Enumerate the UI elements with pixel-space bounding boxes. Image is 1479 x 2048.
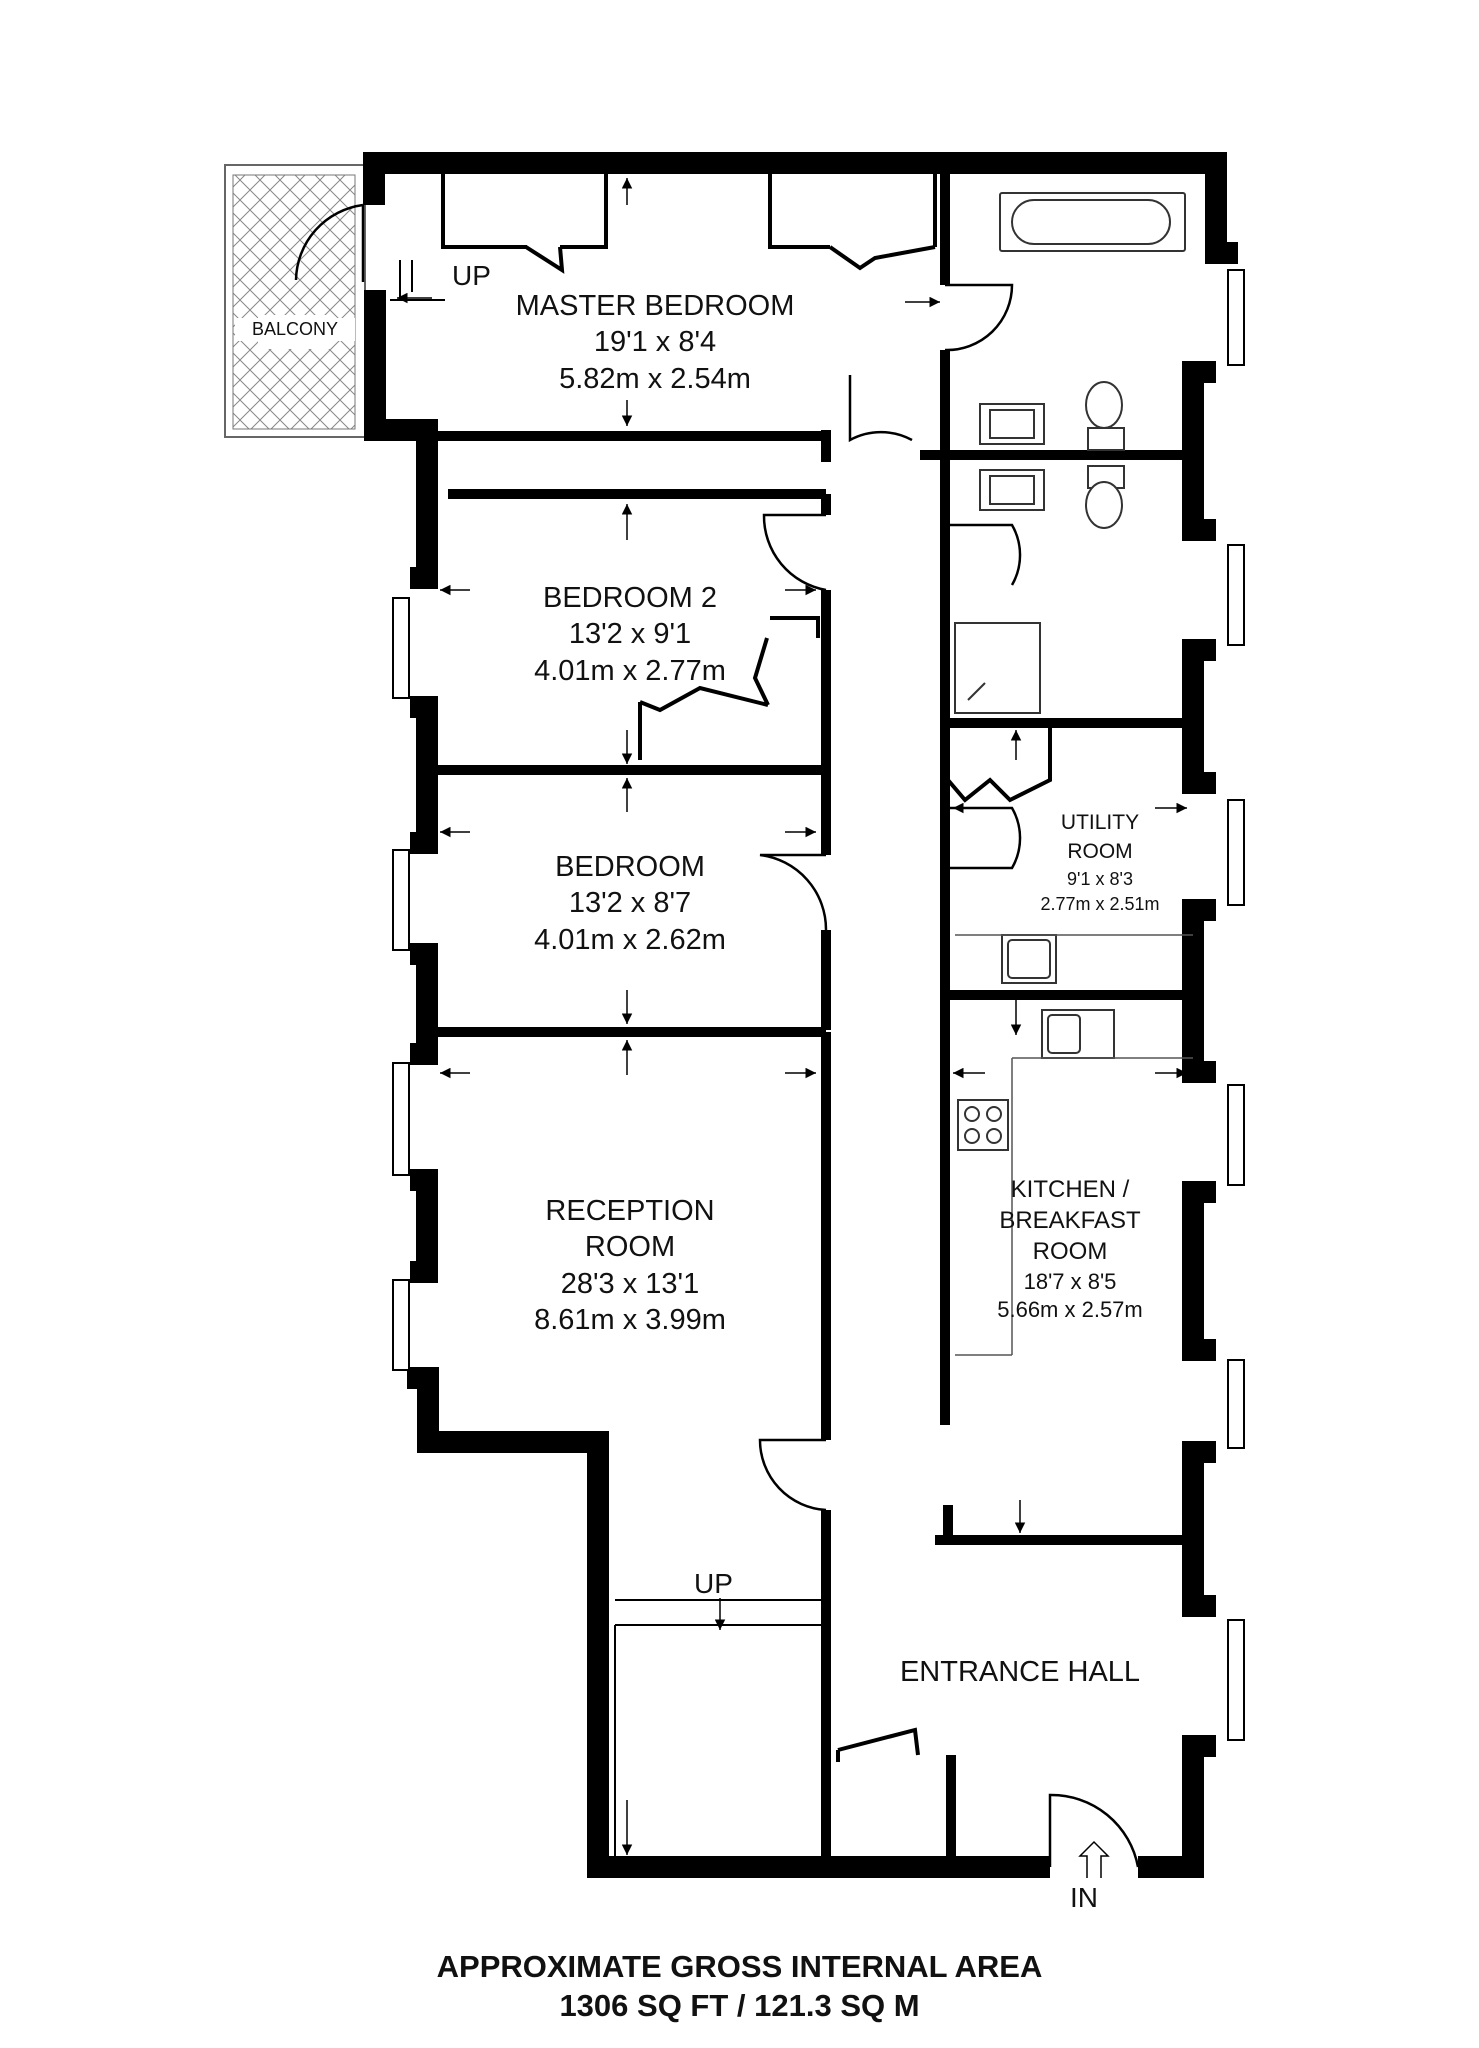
- up-text: UP: [452, 260, 491, 291]
- worktops: [955, 934, 1193, 1356]
- room-name: ENTRANCE HALL: [899, 1656, 1141, 1688]
- room-metric: 2.77m x 2.51m: [1040, 893, 1160, 914]
- bedroom-label: BEDROOM 13'2 x 8'7 4.01m x 2.62m: [480, 849, 780, 958]
- room-imperial: 13'2 x 8'7: [568, 887, 692, 920]
- gross-area-title: APPROXIMATE GROSS INTERNAL AREA 1306 SQ …: [0, 1948, 1479, 2026]
- up-text: UP: [694, 1568, 733, 1599]
- in-text: IN: [1070, 1882, 1098, 1913]
- room-metric: 8.61m x 3.99m: [534, 1303, 726, 1336]
- windows: [392, 269, 1245, 1741]
- dimension-arrows: [397, 178, 1187, 1855]
- room-metric: 4.01m x 2.62m: [534, 923, 726, 956]
- entrance-arrow-icon: [1078, 1840, 1110, 1878]
- interior-walls: [427, 163, 1193, 1867]
- balcony-name: BALCONY: [251, 319, 339, 339]
- room-name-line3: ROOM: [1032, 1238, 1108, 1266]
- room-metric: 4.01m x 2.77m: [534, 654, 726, 687]
- exterior-walls: [363, 152, 1238, 1878]
- up-marker-stairs: UP: [694, 1566, 733, 1601]
- room-name: BEDROOM: [555, 851, 705, 883]
- wardrobes: [441, 173, 1052, 1762]
- room-name-line1: RECEPTION: [545, 1195, 715, 1227]
- room-metric: 5.66m x 2.57m: [997, 1297, 1143, 1323]
- area-line1: APPROXIMATE GROSS INTERNAL AREA: [436, 1949, 1043, 1984]
- fixtures: [954, 192, 1186, 1151]
- room-imperial: 28'3 x 13'1: [560, 1267, 700, 1300]
- entrance-in-marker: IN: [1070, 1880, 1098, 1915]
- room-name-line2: ROOM: [1067, 840, 1133, 864]
- room-imperial: 18'7 x 8'5: [1023, 1268, 1117, 1294]
- up-marker-top: UP: [452, 258, 491, 293]
- room-imperial: 13'2 x 9'1: [568, 618, 692, 651]
- room-name: BEDROOM 2: [542, 582, 718, 614]
- balcony-label: BALCONY: [235, 318, 355, 341]
- entrance-hall-label: ENTRANCE HALL: [870, 1654, 1170, 1690]
- room-imperial: 19'1 x 8'4: [593, 326, 717, 359]
- room-name-line1: KITCHEN /: [1010, 1176, 1130, 1203]
- room-name: MASTER BEDROOM: [515, 290, 795, 322]
- utility-room-label: UTILITY ROOM 9'1 x 8'3 2.77m x 2.51m: [1010, 808, 1190, 917]
- kitchen-label: KITCHEN / BREAKFAST ROOM 18'7 x 8'5 5.66…: [970, 1174, 1170, 1325]
- balcony: [224, 164, 366, 438]
- room-name-line2: BREAKFAST: [999, 1207, 1141, 1235]
- master-bedroom-label: MASTER BEDROOM 19'1 x 8'4 5.82m x 2.54m: [455, 288, 855, 397]
- room-imperial: 9'1 x 8'3: [1067, 868, 1133, 889]
- bedroom2-label: BEDROOM 2 13'2 x 9'1 4.01m x 2.77m: [480, 580, 780, 689]
- room-name-line1: UTILITY: [1060, 811, 1140, 834]
- area-line2: 1306 SQ FT / 121.3 SQ M: [559, 1987, 920, 2023]
- room-name-line2: ROOM: [584, 1231, 676, 1264]
- room-metric: 5.82m x 2.54m: [559, 362, 751, 395]
- reception-room-label: RECEPTION ROOM 28'3 x 13'1 8.61m x 3.99m: [480, 1193, 780, 1338]
